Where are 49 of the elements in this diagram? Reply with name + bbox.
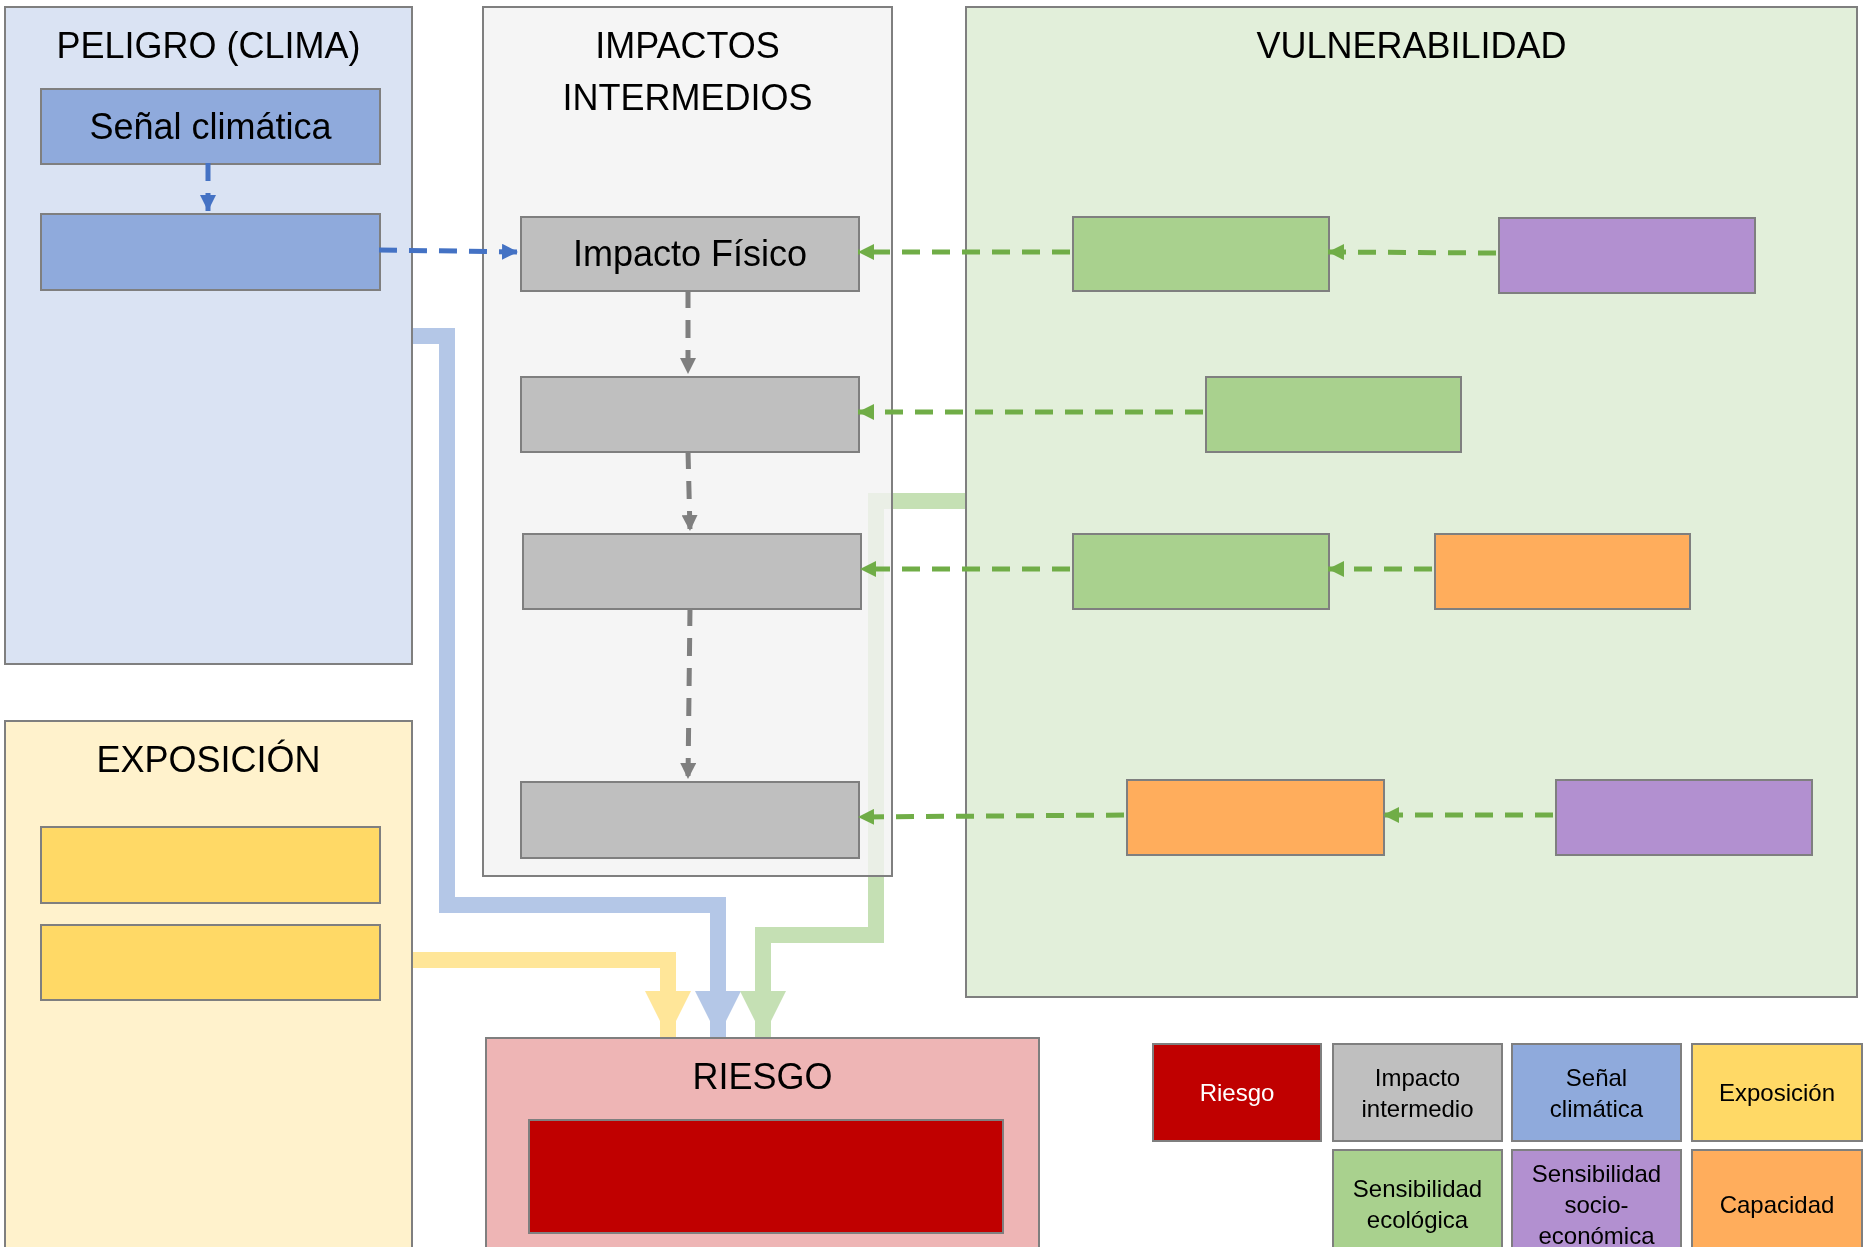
empty-box <box>1072 216 1330 292</box>
legend-label: Sensibilidad ecológica <box>1351 1174 1484 1235</box>
empty-box <box>1498 217 1756 294</box>
group-panel <box>965 6 1858 998</box>
panel-title: VULNERABILIDAD <box>1255 24 1568 68</box>
empty-box <box>1434 533 1691 610</box>
arrow <box>681 450 698 532</box>
process-box <box>520 216 860 292</box>
arrow <box>858 808 1124 825</box>
empty-box <box>1555 779 1813 856</box>
arrow <box>413 328 741 1037</box>
empty-box <box>528 1119 1004 1234</box>
group-panel <box>485 1037 1040 1247</box>
arrow <box>1328 561 1432 577</box>
arrow <box>200 163 216 211</box>
empty-box <box>40 826 381 904</box>
group-panel <box>482 6 893 877</box>
empty-box <box>40 924 381 1001</box>
group-panel <box>4 720 413 1247</box>
panel-title: RIESGO <box>691 1055 834 1099</box>
arrow <box>1328 244 1496 261</box>
arrow <box>858 404 1203 420</box>
empty-box <box>520 376 860 453</box>
arrow <box>378 243 519 260</box>
empty-box <box>520 781 860 859</box>
legend-label: Señal climática <box>1548 1062 1645 1124</box>
legend-label: Sensibilidad socio-económica <box>1530 1158 1663 1247</box>
legend-label: Riesgo <box>1198 1078 1276 1108</box>
empty-box <box>40 213 381 291</box>
empty-box <box>1126 779 1385 856</box>
box-label: Señal climática <box>89 104 332 149</box>
legend-label: Exposición <box>1717 1078 1837 1108</box>
legend-label: Capacidad <box>1718 1189 1836 1220</box>
process-box <box>40 88 381 165</box>
group-panel <box>4 6 413 665</box>
arrow <box>1383 807 1553 823</box>
box-label: Impacto Físico <box>572 232 808 276</box>
arrow <box>858 244 1070 260</box>
empty-box <box>522 533 862 610</box>
arrow <box>860 561 1070 577</box>
legend-label: Impacto intermedio <box>1360 1062 1475 1124</box>
panel-title: PELIGRO (CLIMA) <box>55 24 362 68</box>
arrow <box>680 290 696 374</box>
arrow <box>413 952 691 1037</box>
arrow <box>680 607 697 780</box>
empty-box <box>1072 533 1330 610</box>
panel-title: IMPACTOS INTERMEDIOS <box>561 24 814 120</box>
panel-title: EXPOSICIÓN <box>95 738 322 782</box>
empty-box <box>1205 376 1462 453</box>
